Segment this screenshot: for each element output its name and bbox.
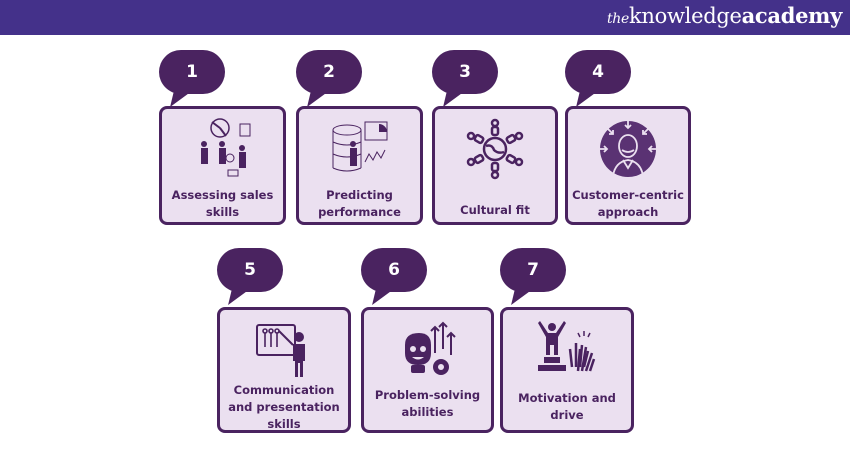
step-number: 5 bbox=[244, 260, 256, 280]
step-number: 1 bbox=[186, 62, 198, 82]
step-number: 4 bbox=[592, 62, 604, 82]
brand-header: theknowledgeacademy bbox=[0, 0, 850, 35]
card-label: Assessing sales skills bbox=[171, 188, 274, 219]
step-number: 2 bbox=[323, 62, 335, 82]
step-number: 6 bbox=[388, 260, 400, 280]
step-bubble-5: 5 bbox=[217, 248, 283, 292]
global-people-icon bbox=[463, 117, 527, 181]
step-bubble-1: 1 bbox=[159, 50, 225, 94]
logo-the: the bbox=[606, 11, 629, 27]
card-label: Communication and presentation skills bbox=[228, 383, 340, 431]
card-motivation-drive: Motivation and drive bbox=[500, 307, 634, 433]
card-problem-solving: Problem-solving abilities bbox=[361, 307, 494, 433]
card-communication-presentation: Communication and presentation skills bbox=[217, 307, 351, 433]
card-label: Predicting performance bbox=[318, 188, 401, 219]
customer-focus-icon bbox=[596, 117, 660, 181]
card-predicting-performance: Predicting performance bbox=[296, 106, 423, 225]
team-analytics-icon bbox=[191, 117, 255, 181]
brand-logo: theknowledgeacademy bbox=[607, 3, 842, 28]
logo-knowledge: knowledge bbox=[628, 4, 742, 28]
logo-academy: academy bbox=[741, 3, 843, 28]
step-bubble-2: 2 bbox=[296, 50, 362, 94]
card-label: Cultural fit bbox=[460, 203, 530, 217]
problem-solving-icon bbox=[396, 318, 460, 382]
step-number: 7 bbox=[527, 260, 539, 280]
card-customer-centric-approach: Customer-centric approach bbox=[565, 106, 691, 225]
step-bubble-3: 3 bbox=[432, 50, 498, 94]
motivation-icon bbox=[535, 318, 599, 382]
data-forecast-icon bbox=[328, 117, 392, 181]
card-cultural-fit: Cultural fit bbox=[432, 106, 558, 225]
step-bubble-7: 7 bbox=[500, 248, 566, 292]
presenter-icon bbox=[252, 318, 316, 382]
card-label: Motivation and drive bbox=[518, 391, 616, 422]
card-label: Customer-centric approach bbox=[572, 188, 684, 219]
step-number: 3 bbox=[459, 62, 471, 82]
card-label: Problem-solving abilities bbox=[374, 388, 481, 419]
step-bubble-6: 6 bbox=[361, 248, 427, 292]
step-bubble-4: 4 bbox=[565, 50, 631, 94]
card-assessing-sales-skills: Assessing sales skills bbox=[159, 106, 286, 225]
